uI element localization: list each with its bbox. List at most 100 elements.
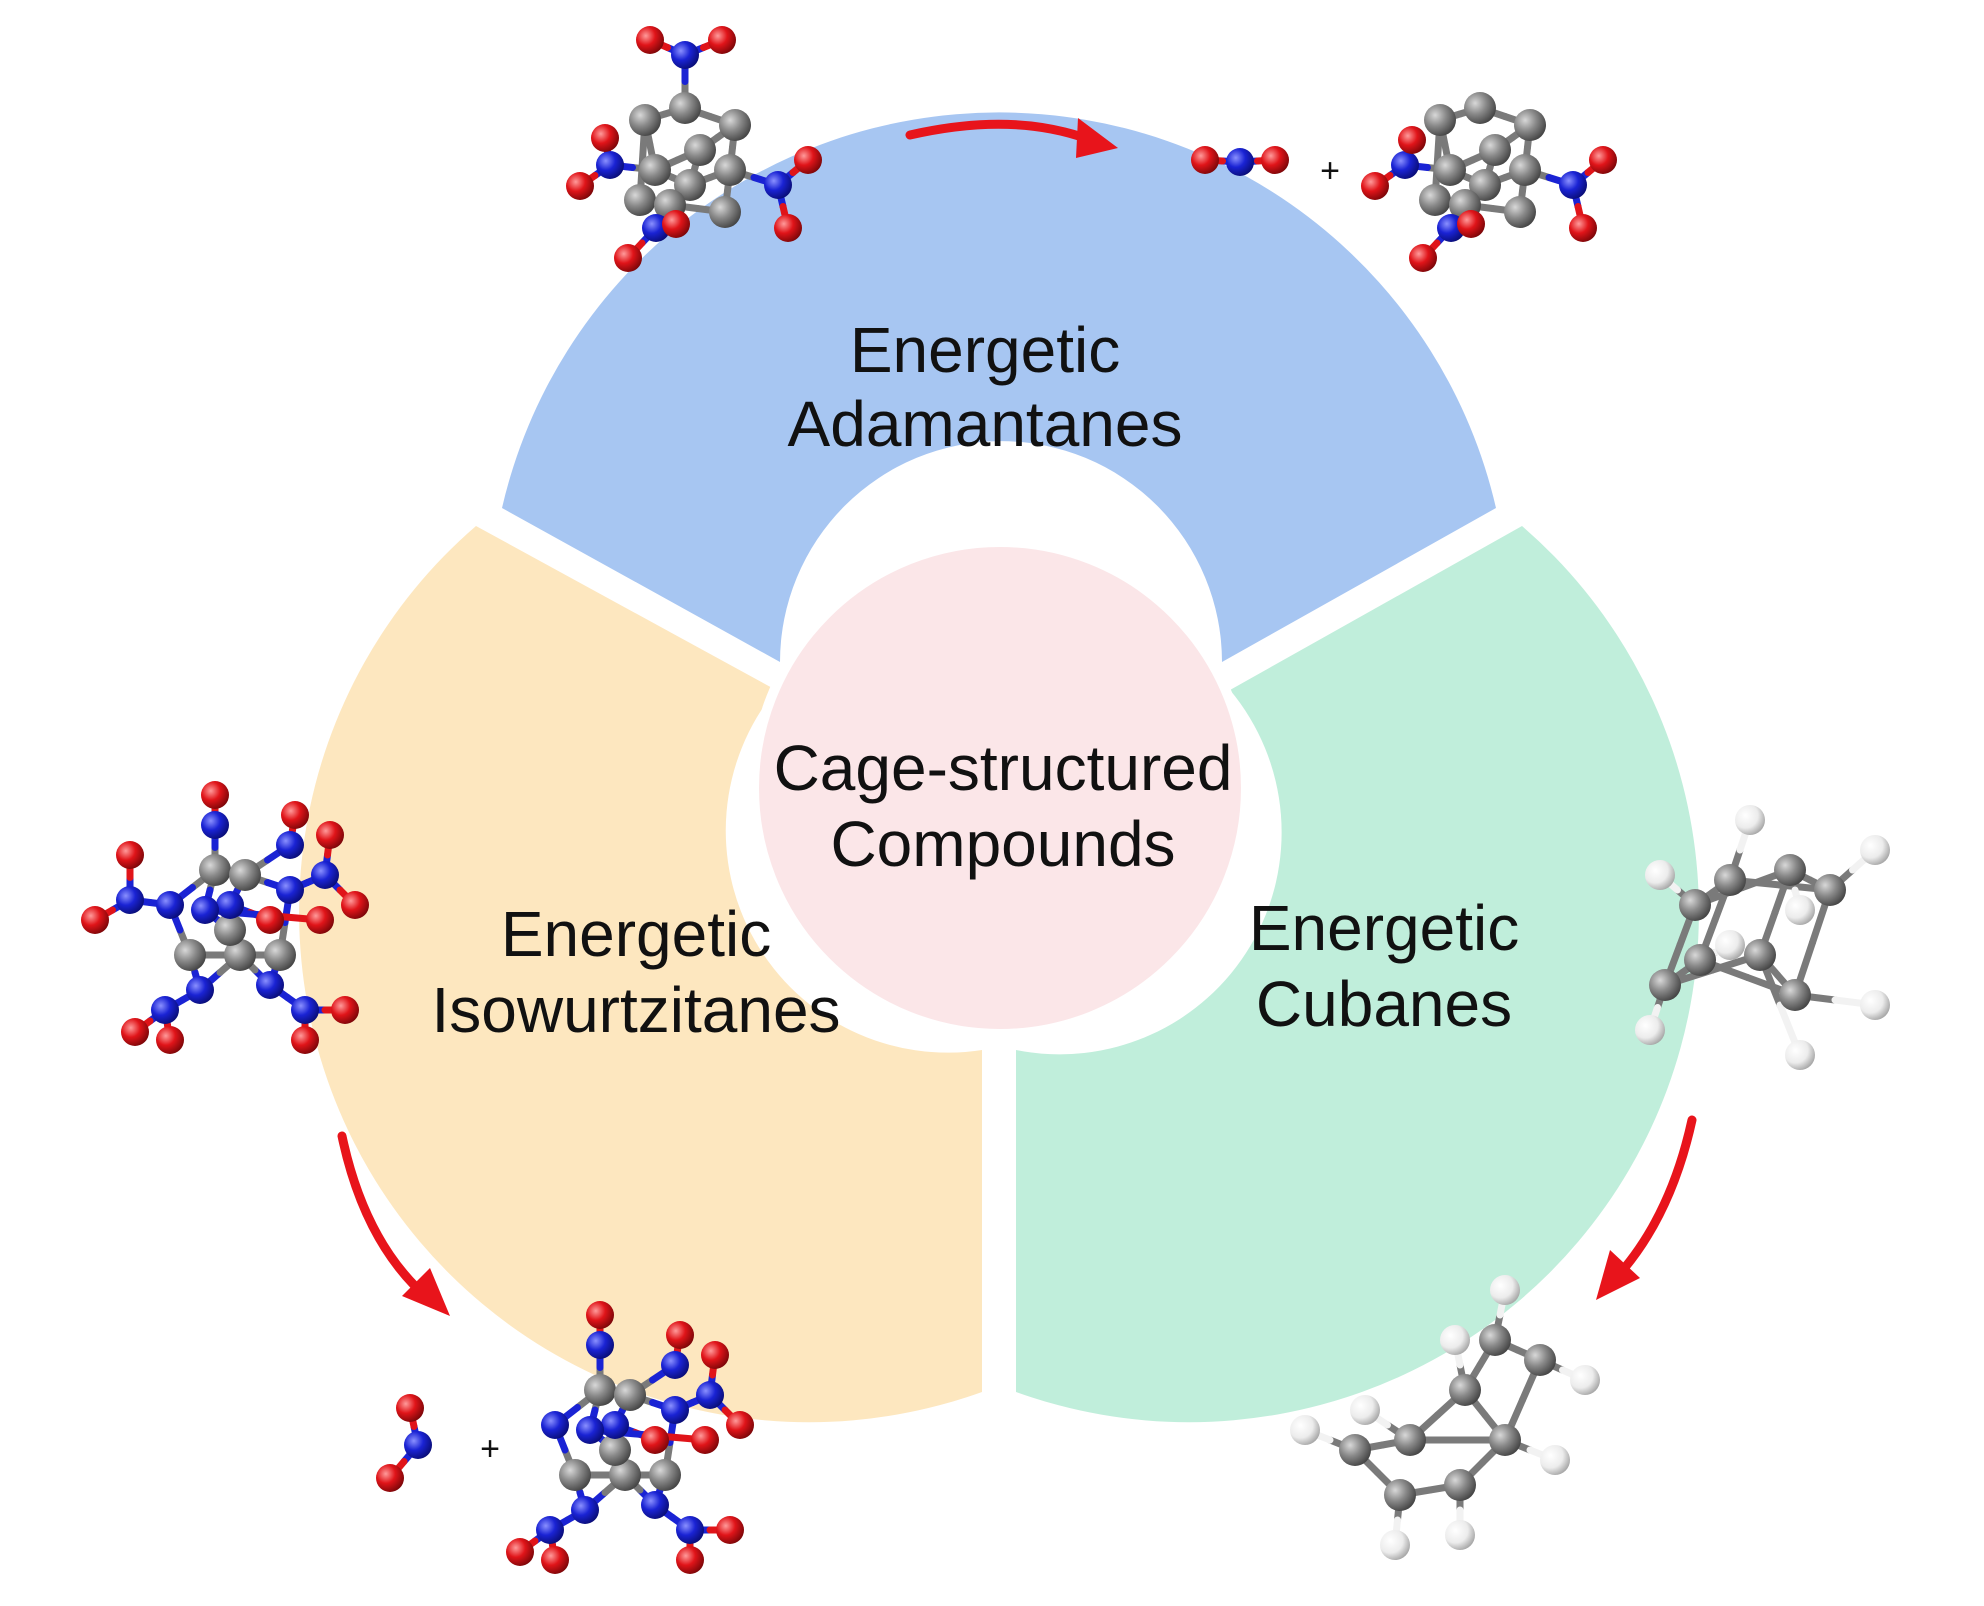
carbon-atom (1479, 134, 1511, 166)
arrow-top-icon (905, 118, 1118, 158)
nitrogen-atom (596, 151, 624, 179)
hydrogen-atom (1350, 1395, 1380, 1425)
hydrogen-atom (1860, 835, 1890, 865)
oxygen-atom (541, 1546, 569, 1574)
carbon-atom (714, 154, 746, 186)
top-segment-label-line2: Adamantanes (788, 388, 1183, 460)
oxygen-atom (121, 1018, 149, 1046)
hydrogen-atom (1490, 1275, 1520, 1305)
carbon-atom (1419, 184, 1451, 216)
carbon-atom (1679, 889, 1711, 921)
oxygen-atom (341, 891, 369, 919)
nitrogen-atom (571, 1496, 599, 1524)
nitrogen-atom (576, 1416, 604, 1444)
oxygen-atom (81, 906, 109, 934)
oxygen-atom (774, 214, 802, 242)
carbon-atom (629, 104, 661, 136)
hydrogen-atom (1715, 930, 1745, 960)
nitrogen-atom (201, 811, 229, 839)
oxygen-atom (1361, 172, 1389, 200)
oxygen-atom (591, 124, 619, 152)
hydrogen-atom (1860, 990, 1890, 1020)
carbon-atom (1449, 1374, 1481, 1406)
oxygen-atom (156, 1026, 184, 1054)
carbon-atom (1469, 169, 1501, 201)
carbon-atom (674, 169, 706, 201)
right-segment-label-line2: Cubanes (1256, 968, 1512, 1040)
carbon-atom (1814, 874, 1846, 906)
oxygen-atom (636, 26, 664, 54)
oxygen-atom (291, 1026, 319, 1054)
hydrogen-atom (1735, 805, 1765, 835)
hydrogen-atom (1540, 1445, 1570, 1475)
oxygen-atom (641, 1426, 669, 1454)
carbon-atom (1394, 1424, 1426, 1456)
carbon-atom (229, 859, 261, 891)
carbon-atom (199, 854, 231, 886)
nitrogen-atom (661, 1396, 689, 1424)
nitrogen-atom (116, 886, 144, 914)
right-segment-label-line1: Energetic (1249, 892, 1519, 964)
carbon-atom (584, 1374, 616, 1406)
nitrogen-atom (641, 1491, 669, 1519)
nitrogen-atom (186, 976, 214, 1004)
oxygen-atom (396, 1394, 424, 1422)
oxygen-atom (566, 172, 594, 200)
left-segment-label-line2: Isowurtzitanes (431, 974, 840, 1046)
carbon-atom (1514, 109, 1546, 141)
carbon-atom (1509, 154, 1541, 186)
carbon-atom (1434, 154, 1466, 186)
carbon-atom (1504, 196, 1536, 228)
nitrogen-atom (1391, 151, 1419, 179)
carbon-atom (1714, 864, 1746, 896)
carbon-atom (709, 196, 741, 228)
nitrogen-atom (276, 831, 304, 859)
segment-cubanes (1016, 526, 1699, 1423)
oxygen-atom (376, 1464, 404, 1492)
oxygen-atom (256, 906, 284, 934)
carbon-atom (1384, 1479, 1416, 1511)
carbon-atom (684, 134, 716, 166)
oxygen-atom (331, 996, 359, 1024)
nitrogen-atom (404, 1431, 432, 1459)
nitrogen-atom (536, 1516, 564, 1544)
adamantane-decomposition-icon (1191, 92, 1617, 272)
hydrogen-atom (1785, 895, 1815, 925)
nitrogen-atom (276, 876, 304, 904)
top-segment-label-line1: Energetic (850, 314, 1120, 386)
hydrogen-atom (1570, 1365, 1600, 1395)
left-segment-label-line1: Energetic (501, 898, 771, 970)
oxygen-atom (201, 781, 229, 809)
oxygen-atom (1409, 244, 1437, 272)
oxygen-atom (662, 210, 690, 238)
carbon-atom (1524, 1344, 1556, 1376)
nitrogen-atom (764, 171, 792, 199)
carbon-atom (214, 914, 246, 946)
isowurtzitane-molecule-icon (81, 781, 369, 1054)
carbon-atom (1424, 104, 1456, 136)
carbon-atom (1779, 979, 1811, 1011)
carbon-atom (649, 1459, 681, 1491)
segment-adamantanes (502, 112, 1496, 663)
oxygen-atom (116, 841, 144, 869)
oxygen-atom (506, 1538, 534, 1566)
carbon-atom (639, 154, 671, 186)
nitrogen-atom (586, 1331, 614, 1359)
arrows (337, 118, 1697, 1316)
oxygen-atom (614, 244, 642, 272)
oxygen-atom (726, 1411, 754, 1439)
hydrogen-atom (1380, 1530, 1410, 1560)
nitrogen-atom (696, 1381, 724, 1409)
oxygen-atom (281, 801, 309, 829)
oxygen-atom (1398, 126, 1426, 154)
nitrogen-atom (1226, 148, 1254, 176)
ring (299, 112, 1699, 1423)
hydrogen-atom (1440, 1325, 1470, 1355)
oxygen-atom (1589, 146, 1617, 174)
carbon-atom (719, 109, 751, 141)
nitrogen-atom (541, 1411, 569, 1439)
carbon-atom (1444, 1469, 1476, 1501)
carbon-atom (1649, 969, 1681, 1001)
carbon-atom (1479, 1324, 1511, 1356)
